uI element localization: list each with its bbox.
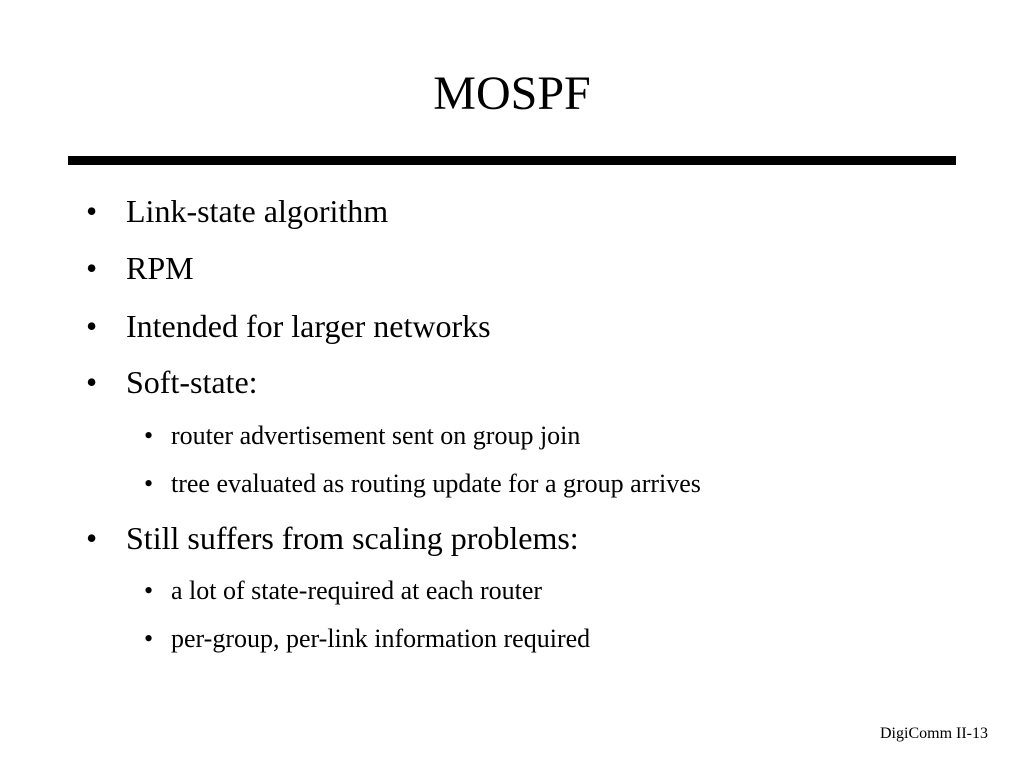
- sub-bullet-marker: •: [144, 576, 154, 605]
- bullet-text: Still suffers from scaling problems:: [126, 520, 579, 556]
- slide-title: MOSPF: [433, 67, 591, 120]
- bullet-text: Link-state algorithm: [126, 193, 389, 229]
- sub-bullet-text: per-group, per-link information required: [171, 624, 591, 653]
- bullet-text: Intended for larger networks: [126, 308, 491, 344]
- sub-bullet-text: router advertisement sent on group join: [171, 421, 581, 450]
- sub-bullet-marker: •: [144, 469, 154, 498]
- bullet-text: Soft-state:: [126, 364, 258, 400]
- sub-bullet-marker: •: [144, 421, 154, 450]
- bullet-marker: •: [86, 308, 98, 344]
- sub-bullet-marker: •: [144, 624, 154, 653]
- bullet-marker: •: [86, 520, 98, 556]
- sub-bullet-text: a lot of state-required at each router: [171, 576, 543, 605]
- bullet-marker: •: [86, 364, 98, 400]
- bullet-marker: •: [86, 193, 98, 229]
- title-divider: [68, 156, 956, 165]
- slide-footer: DigiComm II-13: [880, 725, 988, 742]
- bullet-marker: •: [86, 250, 98, 286]
- bullet-text: RPM: [126, 250, 194, 286]
- sub-bullet-text: tree evaluated as routing update for a g…: [171, 469, 701, 498]
